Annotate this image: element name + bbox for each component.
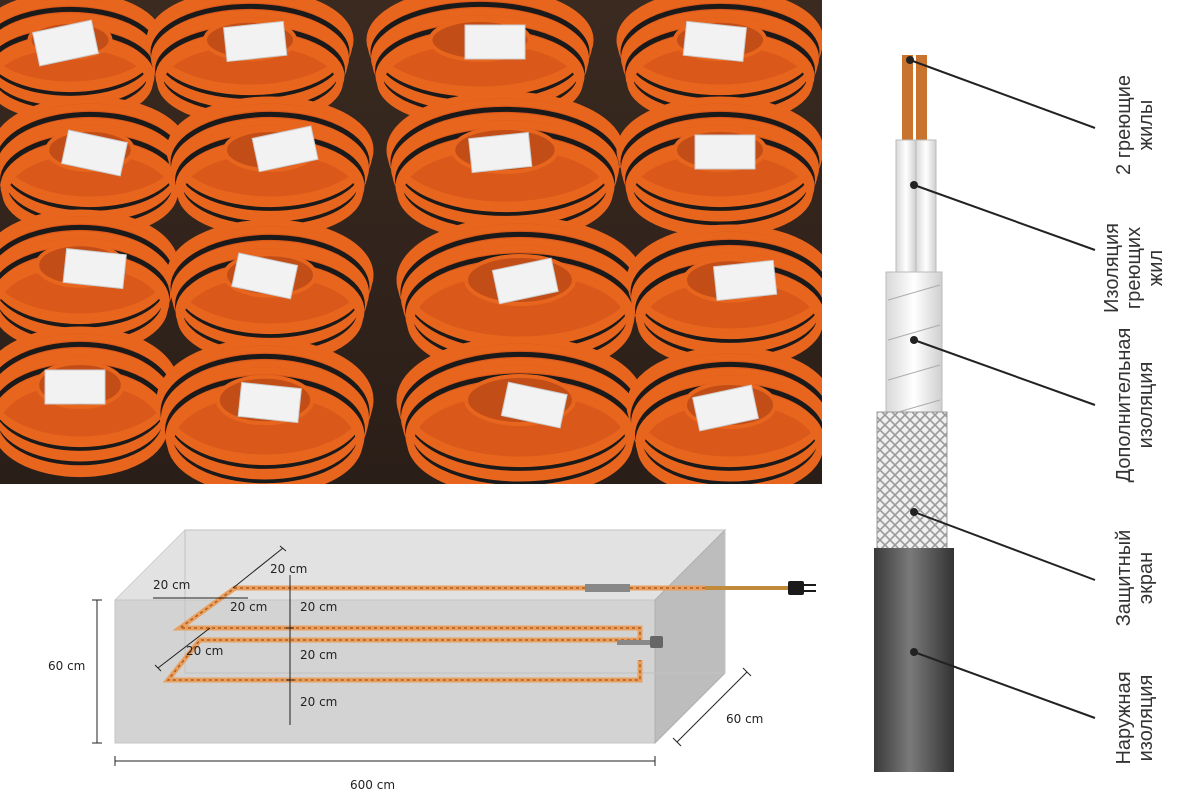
copper-core-left — [902, 55, 913, 145]
label-additional-insulation: Дополнительная изоляция — [1113, 328, 1157, 483]
spacing-diag-top-label: 20 cm — [270, 562, 307, 576]
pointer-dot-1 — [906, 56, 914, 64]
pointer-dot-4 — [910, 508, 918, 516]
product-label-tag — [464, 24, 526, 60]
spacing-vertical-2-label: 20 cm — [300, 648, 337, 662]
depth-label: 60 cm — [726, 712, 763, 726]
length-label: 600 cm — [350, 778, 395, 792]
svg-text:изоляция: изоляция — [1135, 675, 1157, 762]
depth-dim-line — [676, 671, 748, 743]
svg-text:2 греющие: 2 греющие — [1113, 75, 1135, 175]
cable-coils-illustration — [0, 0, 822, 484]
svg-text:Дополнительная: Дополнительная — [1113, 328, 1135, 483]
core-insulation-left — [895, 139, 917, 281]
label-outer-insulation: Наружная изоляция — [1113, 671, 1157, 764]
cable-end-cap — [650, 636, 663, 648]
pointer-line-1 — [909, 59, 1096, 129]
product-label-tag — [44, 369, 106, 405]
shield-braid — [876, 411, 948, 553]
product-label-tag — [237, 381, 302, 424]
product-label-tag — [712, 259, 778, 302]
cable-coil — [166, 96, 374, 238]
plug-icon — [788, 581, 804, 595]
product-label-tag — [692, 384, 759, 432]
box-diagram-svg: 60 cm 600 cm 60 cm 20 cm 20 cm 20 cm 20 … — [48, 528, 816, 792]
core-insulation-right — [915, 139, 937, 281]
pointer-line-5 — [913, 651, 1096, 719]
depth-dim-tick-a — [672, 737, 682, 747]
cable-coil — [626, 346, 822, 484]
cable-coil — [626, 224, 822, 370]
product-label-tag — [694, 134, 756, 170]
cable-coupling — [585, 584, 630, 592]
depth-dim-tick-b — [742, 667, 752, 677]
product-label-tag — [61, 129, 128, 177]
additional-insulation-lines — [887, 284, 941, 416]
spacing-diag-bottom-label: 20 cm — [186, 644, 223, 658]
svg-text:жилы: жилы — [1135, 100, 1157, 151]
product-label-tag — [231, 252, 299, 300]
height-label: 60 cm — [48, 659, 85, 673]
spacing-vertical-1-label: 20 cm — [300, 600, 337, 614]
product-label-tag — [32, 19, 99, 67]
pointer-line-2 — [913, 184, 1096, 251]
cable-coil — [396, 336, 644, 484]
cable-structure-diagram: 2 греющие жилы Изоляция греющих жил Допо… — [830, 0, 1200, 800]
pointer-dot-3 — [910, 336, 918, 344]
pointer-dot-2 — [910, 181, 918, 189]
svg-text:Изоляция: Изоляция — [1101, 223, 1123, 313]
pointer-dot-5 — [910, 648, 918, 656]
spacing-vertical-3-label: 20 cm — [300, 695, 337, 709]
svg-text:Защитный: Защитный — [1113, 530, 1135, 627]
cable-coils-photo — [0, 0, 822, 484]
cable-coil — [616, 96, 822, 238]
svg-text:изоляция: изоляция — [1135, 362, 1157, 449]
product-label-tag — [682, 20, 747, 63]
svg-text:жил: жил — [1145, 250, 1167, 286]
pointer-line-3 — [913, 339, 1096, 406]
product-label-tag — [491, 257, 559, 305]
label-core-insulation: Изоляция греющих жил — [1101, 223, 1167, 313]
label-heating-cores: 2 греющие жилы — [1113, 75, 1157, 175]
product-label-tag — [468, 131, 533, 174]
svg-text:Наружная: Наружная — [1113, 671, 1135, 764]
product-label-tag — [223, 20, 288, 63]
outer-jacket — [874, 548, 954, 772]
cable-structure-svg: 2 греющие жилы Изоляция греющих жил Допо… — [874, 55, 1167, 772]
cable-coil — [616, 0, 822, 126]
svg-text:греющих: греющих — [1123, 227, 1145, 309]
cable-coil — [156, 338, 374, 484]
copper-core-right — [916, 55, 927, 145]
product-label-tag — [251, 125, 319, 173]
box-front-face — [114, 599, 656, 744]
label-shield: Защитный экран — [1113, 530, 1157, 627]
svg-text:экран: экран — [1135, 552, 1157, 604]
spacing-left-mid-label: 20 cm — [230, 600, 267, 614]
spacing-diag-bottom-tick — [154, 664, 162, 672]
spacing-left-top-label: 20 cm — [153, 578, 190, 592]
spacing-diag-top-tick — [279, 545, 287, 552]
box-installation-diagram: 60 cm 600 cm 60 cm 20 cm 20 cm 20 cm 20 … — [0, 505, 830, 800]
pointer-line-4 — [913, 511, 1096, 581]
product-label-tag — [62, 247, 127, 290]
cable-coil — [0, 326, 179, 478]
spacing-diag-bottom-line — [157, 627, 211, 669]
cable-end-sleeve — [617, 640, 657, 645]
spacing-diag-top-line — [232, 547, 284, 589]
product-label-tag — [500, 381, 568, 429]
